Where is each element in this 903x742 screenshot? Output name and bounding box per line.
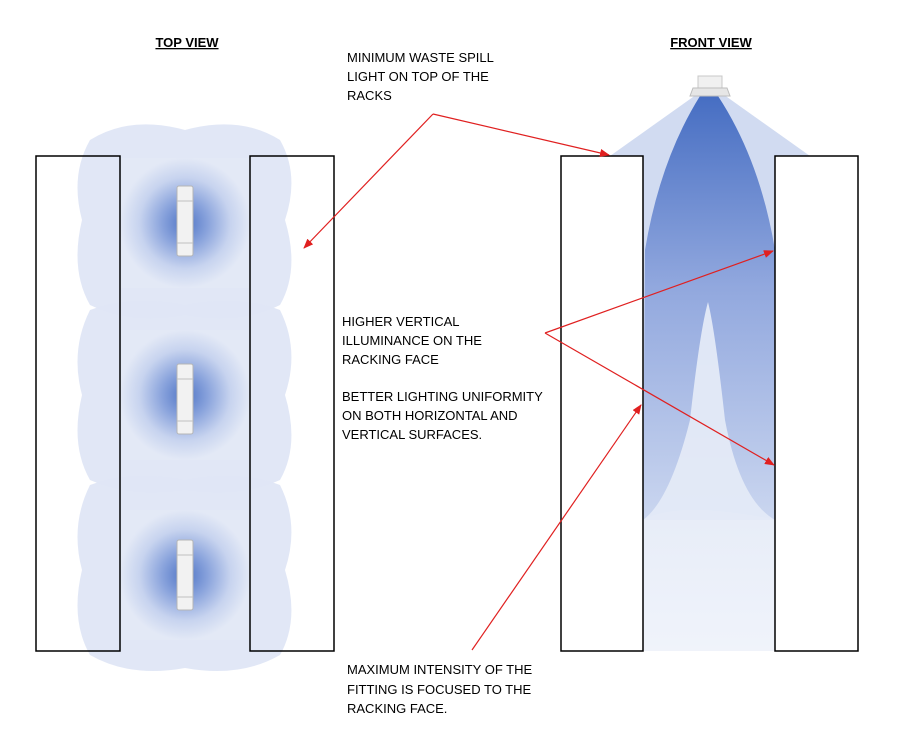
annotation-arrows <box>303 113 775 651</box>
annotation-max-intensity: MAXIMUM INTENSITY OF THE FITTING IS FOCU… <box>347 662 536 716</box>
fixture-body <box>697 75 723 89</box>
top-view-rack-right <box>249 155 335 652</box>
arrow-max-intensity <box>471 404 642 651</box>
annotation-vertical-illuminance: HIGHER VERTICAL ILLUMINANCE ON THE RACKI… <box>342 314 486 367</box>
arrow-illuminance-upper <box>544 250 774 334</box>
annotation-line: MINIMUM WASTE SPILL <box>347 50 494 65</box>
front-view-rack-right <box>774 155 859 652</box>
front-view-title: FRONT VIEW <box>670 35 752 50</box>
annotation-uniformity: BETTER LIGHTING UNIFORMITY ON BOTH HORIZ… <box>342 389 546 442</box>
top-view-fixtures <box>176 185 194 611</box>
arrow-waste-spill-top <box>303 113 434 249</box>
fixture-top-3 <box>176 539 194 611</box>
annotation-waste-spill: MINIMUM WASTE SPILL LIGHT ON TOP OF THE … <box>347 50 497 103</box>
annotation-line: RACKING FACE <box>342 352 439 367</box>
annotation-line: LIGHT ON TOP OF THE <box>347 69 489 84</box>
annotation-line: VERTICAL SURFACES. <box>342 427 482 442</box>
annotation-line: MAXIMUM INTENSITY OF THE <box>347 662 532 677</box>
arrow-waste-spill-front <box>432 113 610 157</box>
front-view-light-beam <box>610 92 810 651</box>
annotation-line: BETTER LIGHTING UNIFORMITY <box>342 389 543 404</box>
fixture-lens <box>689 87 731 97</box>
fixture-top-1 <box>176 185 194 257</box>
fixture-top-2 <box>176 363 194 435</box>
beam-center-lobe <box>643 302 775 520</box>
top-view-rack-left <box>35 155 121 652</box>
annotation-line: RACKING FACE. <box>347 701 447 716</box>
annotation-line: ILLUMINANCE ON THE <box>342 333 482 348</box>
top-view-title: TOP VIEW <box>155 35 219 50</box>
arrow-illuminance-lower <box>544 332 775 466</box>
front-view-fixture <box>689 75 731 97</box>
annotation-line: HIGHER VERTICAL <box>342 314 459 329</box>
annotation-line: FITTING IS FOCUSED TO THE <box>347 682 532 697</box>
annotation-line: ON BOTH HORIZONTAL AND <box>342 408 518 423</box>
annotation-line: RACKS <box>347 88 392 103</box>
front-view-rack-left <box>560 155 644 652</box>
